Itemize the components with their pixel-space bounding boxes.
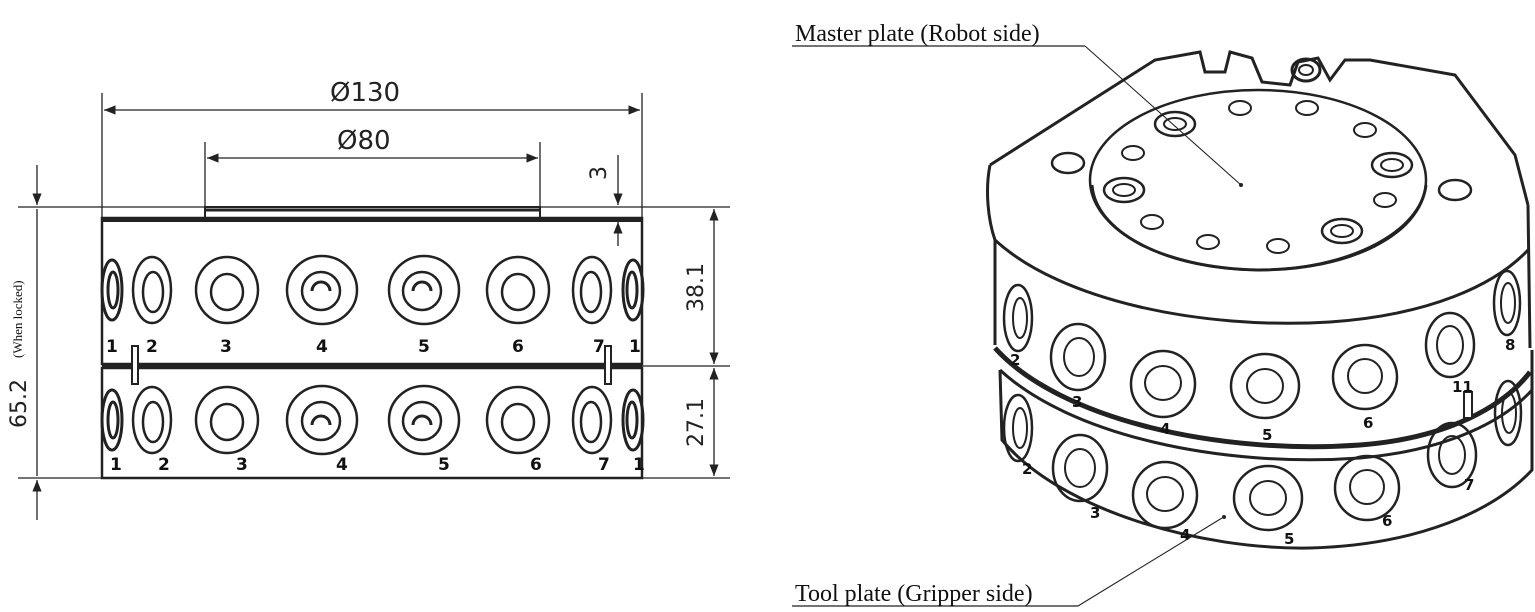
master-port-number: 6 [512, 337, 524, 357]
iso-master-ports [1002, 269, 1522, 420]
master-port-number: 1 [106, 337, 118, 357]
dimension-inner-diameter: Ø80 [204, 126, 541, 206]
iso-tool-port-number: 4 [1180, 526, 1190, 544]
iso-master-port-number: 3 [1072, 393, 1082, 411]
inner-diameter-label: Ø80 [337, 126, 391, 156]
master-port-number: 7 [593, 337, 605, 357]
iso-master-port-number: 4 [1160, 420, 1170, 438]
iso-master-port-number: 5 [1262, 426, 1272, 444]
tool-port-number: 1 [110, 455, 122, 475]
tool-port-number: 4 [336, 455, 348, 475]
master-port-number: 3 [220, 337, 232, 357]
iso-tool-port-number: 3 [1090, 504, 1100, 522]
total-height-label: 65.2 [7, 379, 32, 428]
connector-fitting [1290, 57, 1322, 83]
iso-tool-port-number: 7 [1464, 476, 1474, 494]
tool-port-number: 3 [236, 455, 248, 475]
dimension-flange-height: 3 [587, 155, 623, 246]
tool-plate-outline [100, 366, 644, 480]
tool-port-number: 7 [598, 455, 610, 475]
flange-height-label: 3 [587, 166, 612, 180]
tool-port-number: 1 [633, 455, 645, 475]
master-plate-callout: Master plate (Robot side) [792, 21, 1242, 186]
tool-port-number: 5 [438, 455, 450, 475]
master-port-number: 4 [316, 337, 328, 357]
locating-pin-left [131, 345, 139, 385]
master-plate-outline [100, 216, 644, 366]
tool-port-number: 2 [158, 455, 170, 475]
outer-diameter-label: Ø130 [330, 78, 400, 108]
dimension-total-height: 65.2 (When locked) [7, 165, 42, 520]
master-top-face [989, 50, 1530, 206]
master-port-number: 5 [418, 337, 430, 357]
isometric-view: 2 3 4 5 6 11 8 2 3 4 5 6 7 Master plate … [792, 21, 1534, 607]
when-locked-note: (When locked) [10, 280, 25, 358]
master-port-row [100, 254, 645, 326]
front-view: 1 2 3 4 5 6 7 1 1 2 3 4 5 6 7 1 Ø130 [7, 78, 730, 520]
iso-master-port-number: 6 [1363, 414, 1373, 432]
iso-master-port-number: 8 [1505, 336, 1515, 354]
iso-tool-port-number: 2 [1022, 460, 1032, 478]
plate-split-line [993, 346, 1532, 450]
master-plate-label: Master plate (Robot side) [795, 21, 1040, 47]
iso-master-port-number: 2 [1010, 351, 1020, 369]
master-port-number: 2 [146, 337, 158, 357]
iso-tool-port-number: 5 [1284, 530, 1294, 548]
tool-plate-label: Tool plate (Gripper side) [795, 581, 1033, 607]
dimension-outer-diameter: Ø130 [101, 78, 643, 218]
tool-plate-callout: Tool plate (Gripper side) [792, 515, 1226, 607]
master-height-label: 38.1 [684, 263, 709, 312]
dimension-tool-height: 27.1 [684, 368, 719, 476]
tool-height-label: 27.1 [684, 398, 709, 447]
iso-tool-port-number: 6 [1382, 512, 1392, 530]
iso-locating-pin [1463, 391, 1473, 419]
tool-port-row [100, 384, 645, 456]
iso-master-port-number: 11 [1452, 378, 1473, 396]
locating-pin-right [604, 345, 612, 385]
iso-tool-ports [1002, 379, 1523, 532]
master-port-number: 1 [629, 337, 641, 357]
flange-bolt-holes [1050, 100, 1473, 254]
tool-port-number: 6 [530, 455, 542, 475]
dimension-master-height: 38.1 [684, 209, 719, 364]
